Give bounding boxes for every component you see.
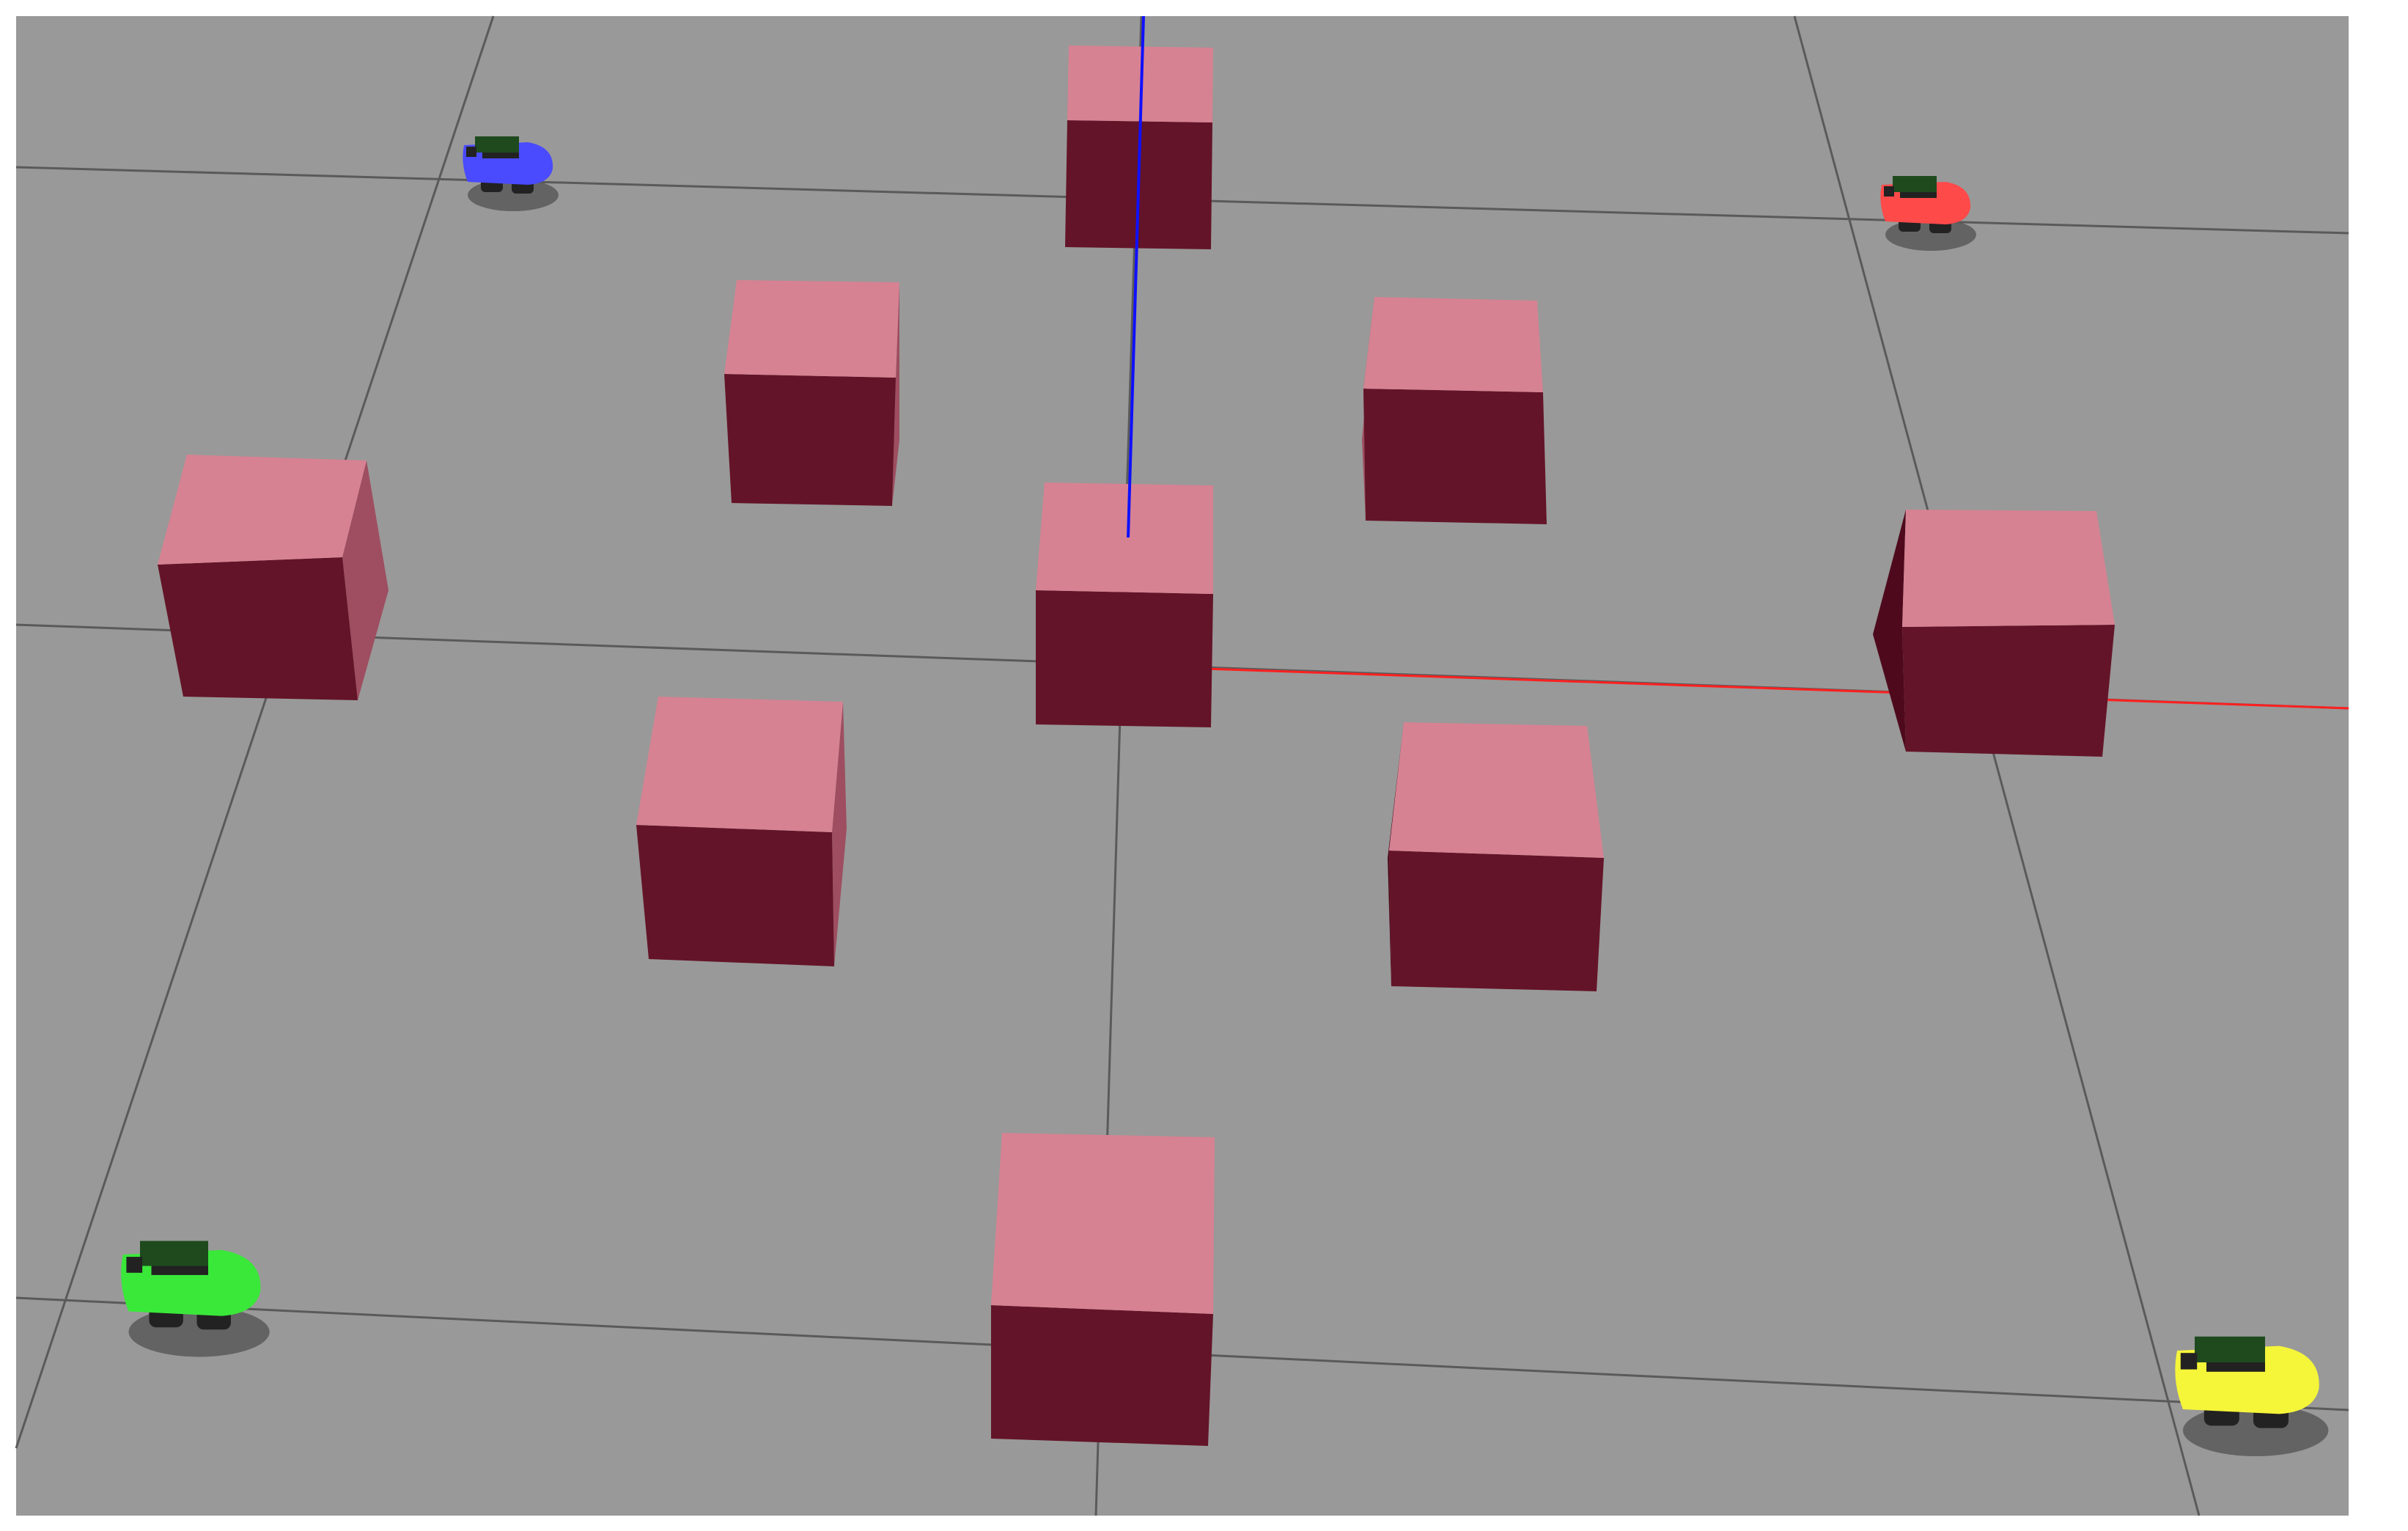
obstacle-box[interactable] xyxy=(158,455,389,700)
box-side-face xyxy=(832,702,847,966)
robot-yellow[interactable] xyxy=(2175,1336,2329,1456)
robot-bumper xyxy=(482,153,519,158)
robot-bumper xyxy=(151,1266,208,1275)
box-front-face xyxy=(991,1305,1213,1446)
box-front-face xyxy=(1902,625,2115,757)
robot-sensor-icon xyxy=(466,147,476,157)
obstacle-box[interactable] xyxy=(1036,482,1213,727)
robot-top-board xyxy=(2195,1336,2265,1362)
obstacle-box[interactable] xyxy=(1362,297,1547,524)
box-side-face xyxy=(342,460,389,700)
box-top-face xyxy=(1363,297,1543,392)
obstacle-box[interactable] xyxy=(1873,510,2115,757)
box-front-face xyxy=(1363,389,1547,524)
obstacle-box[interactable] xyxy=(991,1133,1215,1446)
robots xyxy=(121,136,2329,1456)
robot-sensor-icon xyxy=(1884,186,1894,197)
box-front-face xyxy=(724,374,896,506)
robot-sensor-icon xyxy=(126,1257,143,1273)
robot-top-board xyxy=(475,136,519,153)
box-top-face xyxy=(724,280,899,378)
box-front-face xyxy=(158,557,358,700)
grid-line xyxy=(1793,15,2201,1516)
obstacle-box[interactable] xyxy=(724,280,899,506)
box-top-face xyxy=(1036,482,1213,594)
robot-sensor-icon xyxy=(2180,1353,2198,1370)
obstacle-boxes xyxy=(158,45,2115,1446)
x-axis-line xyxy=(1121,664,2349,710)
box-top-face xyxy=(991,1133,1215,1314)
robot-bumper xyxy=(1900,192,1937,198)
grid-line xyxy=(15,15,495,1449)
z-axis-line xyxy=(1127,15,1145,538)
robot-top-board xyxy=(1893,176,1937,192)
box-side-face xyxy=(892,282,899,506)
box-front-face xyxy=(1389,851,1604,991)
box-front-face xyxy=(1036,590,1213,727)
robot-green[interactable] xyxy=(121,1241,270,1357)
box-top-face xyxy=(158,455,367,565)
obstacle-box[interactable] xyxy=(636,697,847,966)
box-front-face xyxy=(636,825,834,966)
box-top-face xyxy=(1389,722,1604,858)
robot-top-board xyxy=(140,1241,208,1266)
robot-blue[interactable] xyxy=(463,136,559,211)
box-top-face xyxy=(1902,510,2115,627)
obstacle-box[interactable] xyxy=(1388,722,1604,991)
robot-bumper xyxy=(2206,1362,2265,1372)
box-top-face xyxy=(636,697,843,832)
box-side-face xyxy=(1873,510,1906,752)
robot-red[interactable] xyxy=(1880,176,1976,251)
